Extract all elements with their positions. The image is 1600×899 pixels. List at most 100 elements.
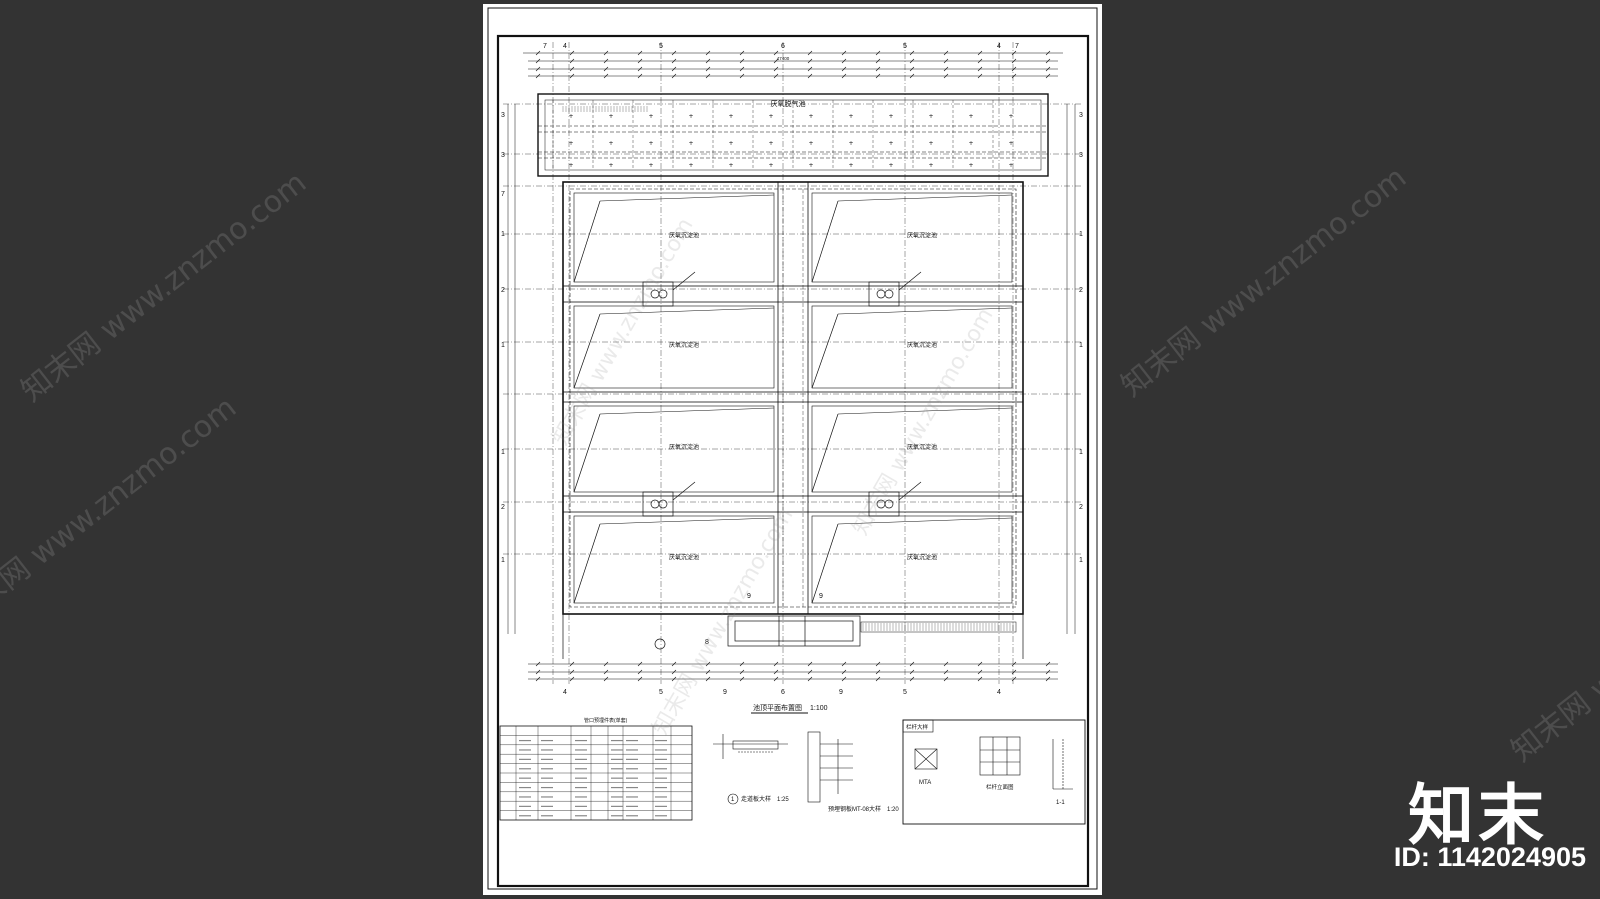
dim-tick <box>637 73 643 79</box>
basin-cell: 厌氧沉淀池 <box>573 305 775 389</box>
dim-tick <box>841 73 847 79</box>
degas-mark: + <box>568 162 573 169</box>
embedded-parts-table: 管口预埋件表(单套) <box>499 717 693 821</box>
degas-mark: + <box>768 113 773 120</box>
dim-tick <box>977 661 983 667</box>
basin-slope-line <box>599 407 775 415</box>
degas-mark: + <box>768 140 773 147</box>
brand-logo: 知末 <box>1408 776 1548 854</box>
axis-label-left: 1 <box>501 342 505 349</box>
degas-mark: + <box>928 113 933 120</box>
axis-label-bottom: 6 <box>781 689 785 696</box>
walkway-grating <box>562 106 1014 631</box>
top-overall-dimension: 47400 <box>777 56 790 61</box>
dim-tick <box>705 66 711 72</box>
basin-label: 厌氧沉淀池 <box>669 443 699 451</box>
axis-label-left: 1 <box>501 449 505 456</box>
basin-label: 厌氧沉淀池 <box>669 341 699 349</box>
dim-tick <box>1011 73 1017 79</box>
degas-mark: + <box>568 113 573 120</box>
dim-tick <box>569 66 575 72</box>
basin-cell: 厌氧沉淀池 <box>573 515 775 604</box>
railing-box-title: 栏杆大样 <box>906 723 929 731</box>
drawing-sheet: ++++++++++++++++++++++++++++++++++++ 厌氧脱… <box>483 4 1102 895</box>
sedimentation-cells: 厌氧沉淀池厌氧沉淀池厌氧沉淀池厌氧沉淀池厌氧沉淀池厌氧沉淀池厌氧沉淀池厌氧沉淀池 <box>573 192 1013 604</box>
basin-cell: 厌氧沉淀池 <box>573 192 775 283</box>
dim-tick <box>603 661 609 667</box>
dim-tick <box>773 676 779 682</box>
axis-label-right: 3 <box>1079 152 1083 159</box>
pipe-box <box>642 491 674 517</box>
section-title: 1-1 <box>1056 800 1065 806</box>
dim-tick <box>807 676 813 682</box>
axis-label-top: 5 <box>903 43 907 50</box>
basin-cell: 厌氧沉淀池 <box>811 515 1013 604</box>
pipe-circle <box>650 289 660 299</box>
basin-slope-line <box>811 413 839 493</box>
dim-tick <box>977 50 983 56</box>
basin-cell: 厌氧沉淀池 <box>811 305 1013 389</box>
dim-tick <box>875 58 881 64</box>
dim-tick <box>977 669 983 675</box>
dim-tick <box>943 50 949 56</box>
dim-tick <box>841 66 847 72</box>
basin-cell-outline <box>811 405 1013 493</box>
pipe-fittings <box>642 271 922 517</box>
sedimentation-block <box>562 181 1024 615</box>
page-watermark-left-1: 知末网 www.znzmo.com <box>14 165 314 409</box>
dim-tick <box>603 58 609 64</box>
dim-tick <box>977 73 983 79</box>
dim-tick <box>535 676 541 682</box>
pipe-leader <box>672 481 696 501</box>
pipe-box <box>868 281 900 307</box>
degas-mark: + <box>1008 140 1013 147</box>
axis-label-right: 2 <box>1079 287 1083 294</box>
axis-label-bottom: 5 <box>659 689 663 696</box>
basin-slope-line <box>599 517 775 525</box>
page-watermark-left-2: 知末网 www.znzmo.com <box>0 390 244 634</box>
dim-tick <box>535 50 541 56</box>
pipe-circle <box>658 289 668 299</box>
basin-slope-line <box>573 413 601 493</box>
dim-tick <box>535 669 541 675</box>
dim-tick <box>1045 73 1051 79</box>
degas-mark: + <box>928 162 933 169</box>
dim-tick <box>943 58 949 64</box>
degas-mark: + <box>808 113 813 120</box>
pipe-circle <box>884 289 894 299</box>
degas-mark: + <box>1008 162 1013 169</box>
dim-tick <box>705 58 711 64</box>
dim-tick <box>1011 66 1017 72</box>
degas-mark: + <box>728 113 733 120</box>
dim-tick <box>569 669 575 675</box>
dim-tick <box>1045 669 1051 675</box>
dim-tick <box>909 50 915 56</box>
basin-cell: 厌氧沉淀池 <box>811 192 1013 283</box>
basin-cell: 厌氧沉淀池 <box>573 405 775 493</box>
basin-slope-line <box>837 194 1013 202</box>
dim-tick <box>705 73 711 79</box>
basin-cell-outline <box>811 515 1013 604</box>
dim-tick <box>875 676 881 682</box>
axis-label-left: 3 <box>501 112 505 119</box>
basin-cell-outline <box>573 515 775 604</box>
railing-elevation-title: 栏杆立面图 <box>986 783 1014 791</box>
dim-tick <box>671 676 677 682</box>
pipe-circle <box>884 499 894 509</box>
outer-border <box>487 7 1098 890</box>
degas-mark: + <box>848 162 853 169</box>
degas-mark: + <box>768 162 773 169</box>
degas-mark: + <box>968 113 973 120</box>
pipe-circle <box>876 499 886 509</box>
dimension-lines <box>507 52 1076 680</box>
marker-circle <box>654 638 666 650</box>
basin-label: 厌氧沉淀池 <box>669 232 699 240</box>
horizontal-axis-lines <box>503 103 1081 555</box>
dim-tick <box>569 661 575 667</box>
dim-tick <box>535 661 541 667</box>
basin-slope-line <box>811 313 839 389</box>
basin-label: 厌氧沉淀池 <box>907 341 937 349</box>
degas-mark: + <box>808 140 813 147</box>
